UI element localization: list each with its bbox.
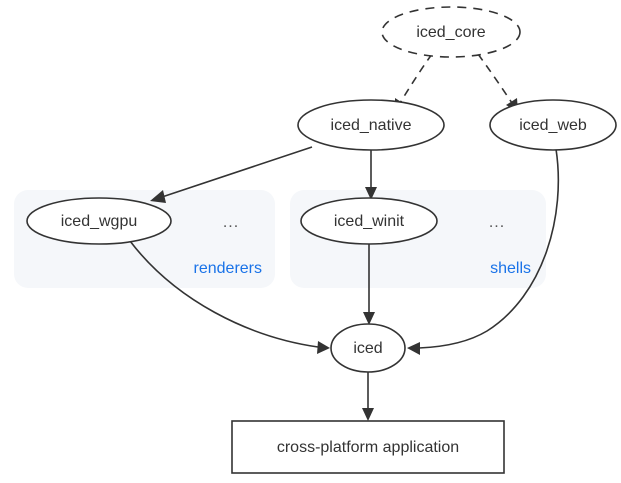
edge-iced-web-to-iced [407, 148, 560, 355]
node-iced-native[interactable]: iced_native [297, 99, 445, 151]
node-cross-platform-application-label: cross-platform application [277, 439, 459, 456]
cluster-renderers-label: renderers [194, 260, 262, 277]
edge-iced-core-to-iced-web [477, 53, 518, 112]
cluster-shells-label: shells [490, 260, 531, 277]
edge-iced-wgpu-to-iced [129, 240, 330, 354]
node-iced-wgpu[interactable]: iced_wgpu [26, 197, 172, 245]
node-iced-winit[interactable]: iced_winit [300, 197, 438, 245]
edge-iced-native-to-iced-wgpu-arrowhead [150, 190, 166, 203]
edge-iced-winit-to-iced-arrowhead [363, 312, 375, 325]
edge-iced-native-to-iced-wgpu-line [161, 146, 313, 198]
node-iced-winit-shape[interactable] [300, 197, 438, 245]
node-iced-core[interactable]: iced_core [381, 6, 521, 58]
node-iced-web-shape[interactable] [489, 99, 617, 151]
node-iced-wgpu-label: iced_wgpu [61, 213, 138, 230]
node-iced-core-shape[interactable] [381, 6, 521, 58]
edge-iced-native-to-iced-wgpu [150, 146, 313, 203]
node-iced-native-shape[interactable] [297, 99, 445, 151]
node-iced-web[interactable]: iced_web [489, 99, 617, 151]
node-iced-core-label: iced_core [416, 24, 485, 41]
edge-iced-wgpu-to-iced-arrowhead [317, 341, 330, 354]
cluster-renderers-ellipsis: ... [223, 214, 239, 231]
cluster-shells-ellipsis: ... [489, 214, 505, 231]
edge-iced-web-to-iced-line [418, 148, 560, 349]
edge-iced-to-application-arrowhead [362, 408, 374, 421]
node-iced-native-label: iced_native [331, 117, 412, 134]
edge-iced-native-to-iced-winit [365, 149, 377, 200]
node-iced-shape[interactable] [330, 323, 406, 373]
edge-iced-core-to-iced-web-line [477, 53, 513, 104]
node-cross-platform-application[interactable]: cross-platform application [231, 420, 505, 474]
node-iced[interactable]: iced [330, 323, 406, 373]
edge-iced-winit-to-iced [363, 243, 375, 325]
edge-iced-core-to-iced-native-line [399, 53, 433, 104]
node-iced-web-label: iced_web [519, 117, 587, 134]
edge-iced-wgpu-to-iced-line [129, 240, 319, 348]
node-iced-wgpu-shape[interactable] [26, 197, 172, 245]
node-iced-winit-label: iced_winit [334, 213, 405, 230]
edge-iced-native-to-iced-winit-arrowhead [365, 187, 377, 200]
edge-iced-to-application [362, 372, 374, 421]
node-cross-platform-application-shape[interactable] [231, 420, 505, 474]
node-iced-label: iced [353, 340, 382, 357]
edge-iced-web-to-iced-arrowhead [407, 342, 420, 355]
